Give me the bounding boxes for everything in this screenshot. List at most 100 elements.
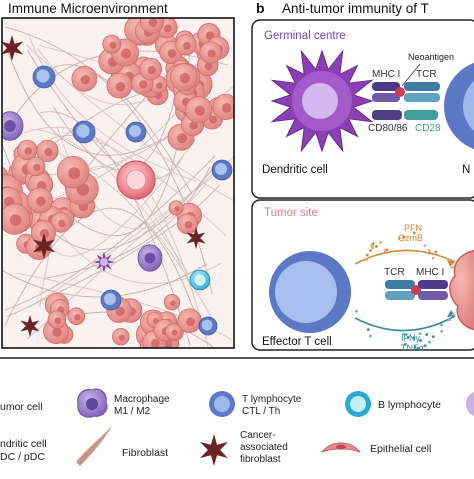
- secretion-dot: [440, 323, 443, 327]
- legend: umor cell Macrophage M1 / M2 T lymphocyt…: [0, 388, 474, 466]
- cd80-molecule: [372, 110, 402, 120]
- panel-a-frame: [1, 17, 235, 349]
- legend-tumor-label: umor cell: [0, 401, 43, 413]
- legend-fibroblast-icon: [76, 426, 112, 466]
- fibre: [4, 207, 195, 326]
- secretion-dot: [427, 248, 431, 252]
- synapse-bottom: [354, 231, 456, 350]
- legend-caf-icon: [200, 434, 228, 466]
- neoantigen-label: Neoantigen: [408, 52, 454, 62]
- t-cell-nucleus: [76, 124, 90, 138]
- cytotoxic-arrowhead: [447, 260, 455, 267]
- tumor-site-box: [251, 199, 474, 351]
- tcr-top-lower: [404, 93, 440, 102]
- secretion-dot: [417, 347, 420, 350]
- antigen-dot-bottom: [411, 285, 421, 295]
- neoantigen-dot: [395, 87, 405, 97]
- cd28-molecule: [404, 110, 438, 120]
- legend-macrophage-icon: [77, 388, 108, 418]
- cytokine-arrow: [354, 315, 456, 332]
- tumor-nucleus: [36, 196, 46, 207]
- tumor-nucleus: [184, 221, 193, 229]
- secretion-dot: [451, 266, 454, 269]
- legend-dendritic-l2: DC / pDC: [0, 451, 45, 463]
- fibre: [40, 111, 191, 346]
- legend-epithelial-label: Epithelial cell: [370, 443, 431, 455]
- mhc-bottom-upper: [418, 280, 448, 289]
- mhc-bottom-lower: [418, 291, 448, 300]
- legend-macrophage-l1: Macrophage: [114, 394, 170, 405]
- naive-t-cell-nucleus: [463, 80, 474, 132]
- fibre: [4, 155, 216, 311]
- microenvironment-scene: [2, 18, 234, 348]
- mhc-top-upper: [372, 82, 400, 91]
- secretion-dot: [418, 332, 422, 336]
- dendritic-cell-label: Dendritic cell: [262, 164, 328, 176]
- legend-blymph-icon: [345, 391, 371, 417]
- secretion-dot: [379, 240, 382, 244]
- tumor-nucleus: [182, 41, 191, 50]
- tcr-top-upper: [404, 82, 440, 91]
- secretion-dot: [366, 328, 370, 332]
- effector-t-cell: [269, 251, 351, 333]
- dendritic-nucleus: [302, 83, 338, 119]
- tumor-nucleus: [171, 329, 178, 336]
- t-cell-nucleus: [104, 293, 116, 305]
- tumor-nucleus: [163, 24, 172, 33]
- tumor-nucleus: [194, 105, 205, 116]
- tumor-nucleus: [109, 41, 117, 49]
- fibre: [44, 166, 211, 279]
- target-tumor-cell: [449, 250, 474, 331]
- tumor-nucleus: [186, 317, 196, 327]
- tumor-nucleus: [150, 338, 160, 348]
- mhc-top-label: MHC I: [372, 69, 400, 80]
- tumor-nucleus: [147, 65, 156, 75]
- panel-b-title: Anti-tumor immunity of T: [282, 1, 429, 16]
- tumor-nucleus: [74, 314, 81, 321]
- tumor-nucleus: [80, 75, 91, 85]
- tumor-nucleus: [115, 306, 125, 316]
- tumor-nucleus: [39, 229, 50, 239]
- tumor-nucleus: [207, 49, 216, 58]
- ifn-label: IFNγ: [401, 333, 420, 343]
- secretion-dot: [371, 246, 374, 250]
- secretion-dot: [440, 329, 444, 333]
- tumor-nucleus: [179, 72, 191, 84]
- naive-t-cell: [444, 62, 474, 150]
- panel-a-title-text: Immune Microenvironment: [8, 1, 168, 16]
- secretion-dot: [428, 251, 431, 255]
- secretion-dot: [402, 235, 406, 239]
- legend-epithelial-icon: [321, 442, 361, 453]
- macrophage-nucleus: [4, 120, 16, 132]
- tnf-label: TNFα: [401, 343, 424, 353]
- caf: [186, 227, 206, 249]
- caf: [32, 233, 56, 259]
- cytotoxic-arrow: [354, 249, 456, 265]
- legend-blymph-label: B lymphocyte: [378, 399, 441, 411]
- secretion-dot: [419, 339, 422, 342]
- cytokine-arrowhead: [447, 310, 455, 317]
- fibre: [40, 64, 193, 195]
- legend-fibroblast-label: Fibroblast: [122, 447, 168, 459]
- legend-tlymph-icon: [209, 391, 235, 417]
- secretion-dot: [423, 244, 427, 248]
- cd80-label: CD80/86: [368, 123, 408, 134]
- t-cell-nucleus: [36, 69, 50, 83]
- dendritic-cell-small-nucleus: [100, 258, 108, 266]
- legend-caf-l2: associated: [240, 442, 288, 453]
- secretion-dot: [364, 258, 368, 262]
- tumor-nucleus: [177, 133, 188, 144]
- secretion-dot: [412, 336, 416, 340]
- b-cell-nucleus: [194, 274, 206, 286]
- naive-t-label: N: [462, 164, 470, 176]
- secretion-dot: [383, 248, 387, 252]
- tumor-nucleus: [54, 317, 62, 325]
- fibre: [7, 184, 221, 318]
- germinal-centre-label: Germinal centre: [264, 30, 346, 42]
- secretion-dot: [406, 335, 410, 339]
- tumor-nucleus: [170, 300, 176, 307]
- legend-partial-icon: [466, 392, 474, 416]
- panel-a-title: Immune Microenvironment: [8, 1, 168, 16]
- scattered-cells: [2, 35, 233, 337]
